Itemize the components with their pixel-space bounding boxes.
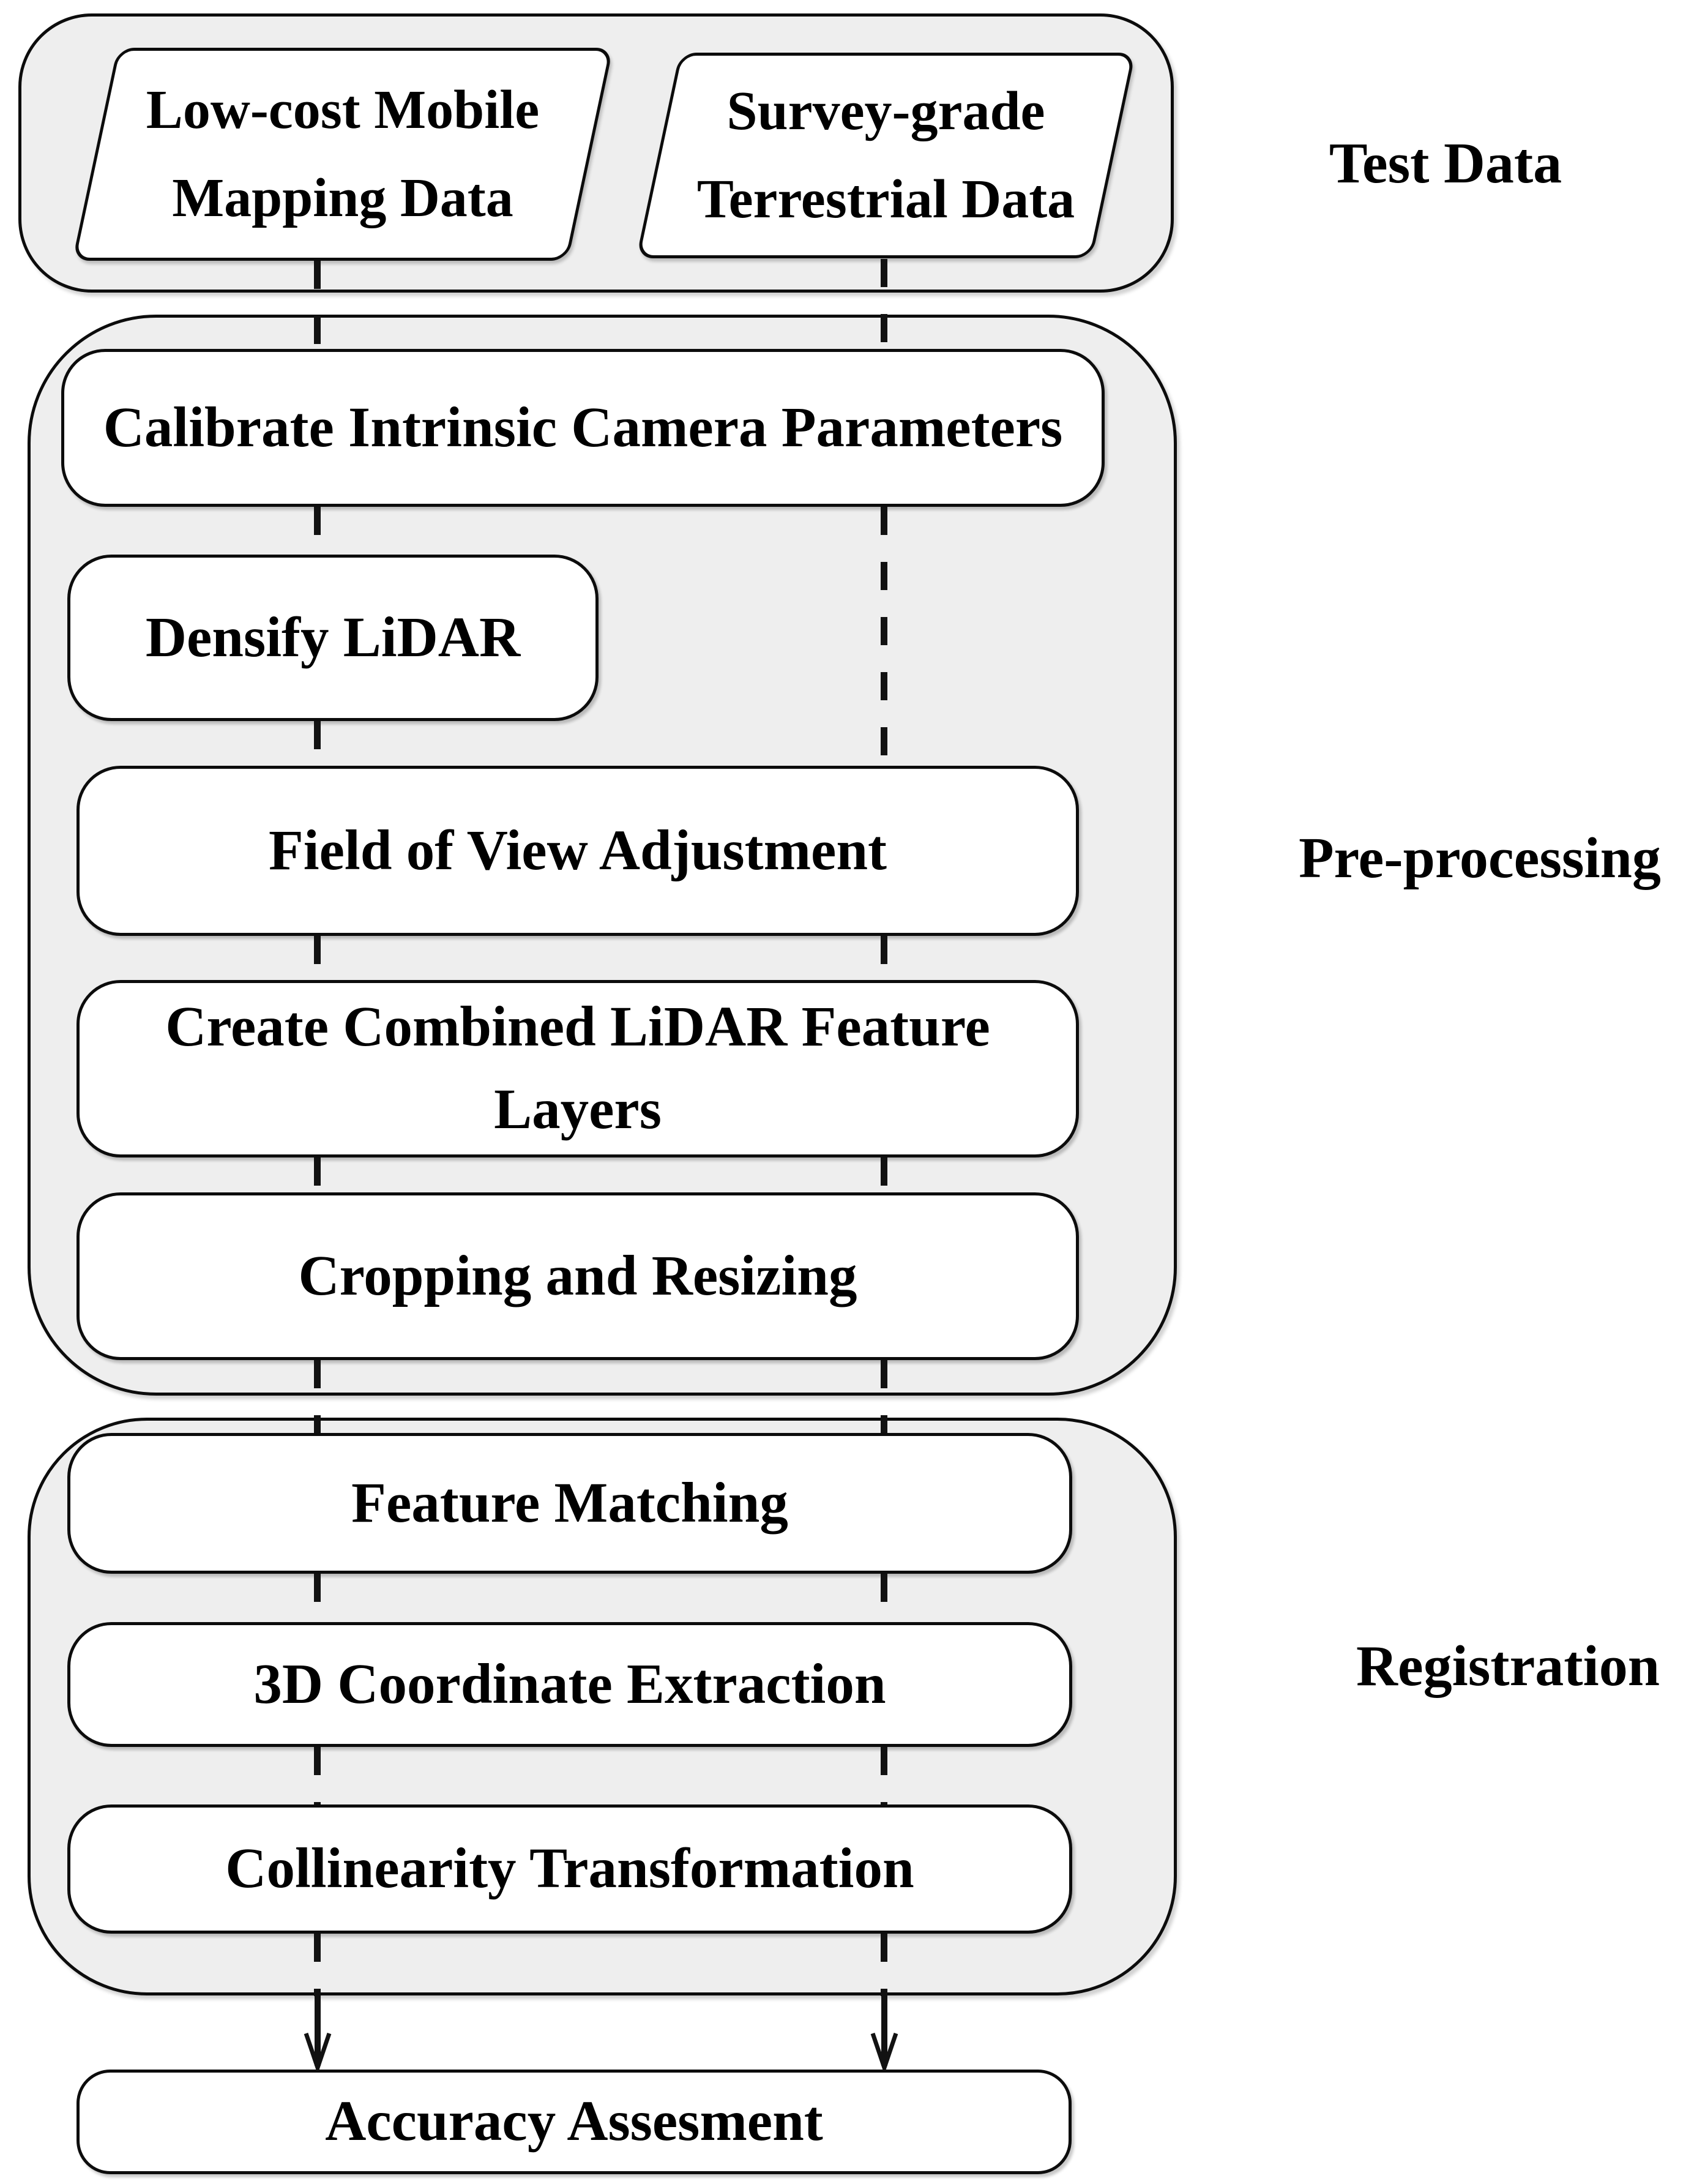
node-label: Densify LiDAR xyxy=(145,605,521,669)
section-label-registration: Registration xyxy=(1356,1634,1660,1698)
arrow-stem xyxy=(315,1996,321,2066)
node-create-combined-lidar-feature-layers: Create Combined LiDAR Feature Layers xyxy=(76,980,1079,1157)
node-label: Field of View Adjustment xyxy=(268,818,887,882)
connector-dashed xyxy=(881,507,887,766)
connector-dashed xyxy=(314,1574,321,1622)
connector-dashed xyxy=(314,261,321,349)
connector-dashed xyxy=(314,507,321,555)
node-cropping-and-resizing: Cropping and Resizing xyxy=(76,1192,1079,1360)
connector-dashed xyxy=(314,1747,321,1804)
node-accuracy-assesment: Accuracy Assesment xyxy=(76,2070,1072,2174)
node-label: Low-cost Mobile Mapping Data xyxy=(146,80,540,228)
node-3d-coordinate-extraction: 3D Coordinate Extraction xyxy=(67,1622,1072,1747)
connector-dashed xyxy=(881,1747,887,1804)
connector-dashed xyxy=(881,1157,887,1192)
node-densify-lidar: Densify LiDAR xyxy=(67,555,599,721)
node-collinearity-transformation: Collinearity Transformation xyxy=(67,1804,1072,1934)
node-low-cost-mobile-mapping-data: Low-cost Mobile Mapping Data xyxy=(95,48,591,261)
connector-dashed xyxy=(881,936,887,980)
connector-dashed xyxy=(881,1360,887,1433)
section-label-pre-processing: Pre-processing xyxy=(1299,826,1661,890)
node-feature-matching: Feature Matching xyxy=(67,1433,1072,1574)
connector-dashed xyxy=(314,721,321,766)
node-calibrate-intrinsic-camera-parameters: Calibrate Intrinsic Camera Parameters xyxy=(61,349,1105,507)
node-label: Survey-grade Terrestrial Data xyxy=(696,81,1075,230)
node-label: 3D Coordinate Extraction xyxy=(253,1652,886,1716)
node-label: Create Combined LiDAR Feature Layers xyxy=(165,995,990,1141)
node-label: Feature Matching xyxy=(351,1471,788,1535)
node-survey-grade-terrestrial-data: Survey-grade Terrestrial Data xyxy=(658,53,1114,258)
node-label: Cropping and Resizing xyxy=(298,1244,857,1307)
connector-dashed xyxy=(314,936,321,980)
connector-dashed xyxy=(881,1934,887,1996)
section-label-test-data: Test Data xyxy=(1329,132,1562,195)
connector-dashed xyxy=(314,1157,321,1192)
connector-dashed xyxy=(314,1934,321,1996)
connector-dashed xyxy=(881,1574,887,1622)
arrow-stem xyxy=(881,1996,887,2066)
node-label: Collinearity Transformation xyxy=(225,1837,914,1901)
node-label: Accuracy Assesment xyxy=(325,2090,823,2153)
arrow-down-icon xyxy=(870,2031,899,2070)
node-field-of-view-adjustment: Field of View Adjustment xyxy=(76,766,1079,936)
node-label: Calibrate Intrinsic Camera Parameters xyxy=(103,395,1063,459)
connector-dashed xyxy=(314,1360,321,1433)
arrow-down-icon xyxy=(303,2031,332,2070)
connector-dashed xyxy=(881,259,887,349)
